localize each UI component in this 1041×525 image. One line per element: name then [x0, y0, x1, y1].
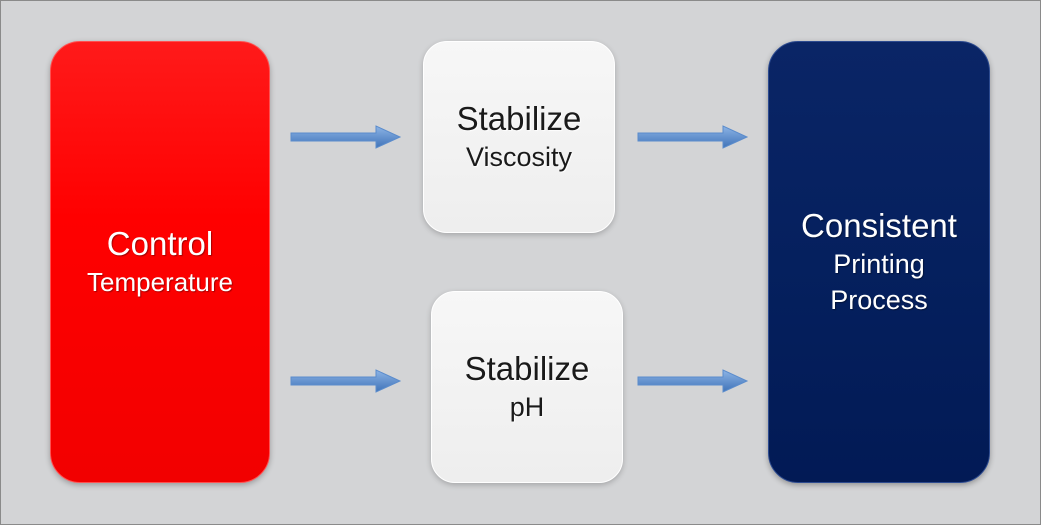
printing-label: Printing — [833, 249, 925, 279]
arrow-control-to-viscosity-icon — [290, 125, 402, 149]
arrow-ph-to-outcome-icon — [637, 369, 749, 393]
stabilize-ph-box: Stabilize pH — [431, 291, 623, 483]
ph-label: pH — [509, 392, 545, 422]
control-label: Control — [106, 225, 214, 262]
stabilize-viscosity-title: Stabilize — [456, 100, 582, 137]
stabilize-ph-title: Stabilize — [464, 350, 590, 387]
consistent-label: Consistent — [801, 207, 957, 244]
process-label: Process — [830, 285, 928, 315]
stabilize-viscosity-box: Stabilize Viscosity — [423, 41, 615, 233]
arrow-control-to-ph-icon — [290, 369, 402, 393]
viscosity-label: Viscosity — [465, 142, 573, 172]
control-temperature-box: Control Temperature — [50, 41, 270, 483]
temperature-label: Temperature — [87, 267, 233, 297]
consistent-printing-process-box: Consistent Printing Process — [768, 41, 990, 483]
arrow-viscosity-to-outcome-icon — [637, 125, 749, 149]
